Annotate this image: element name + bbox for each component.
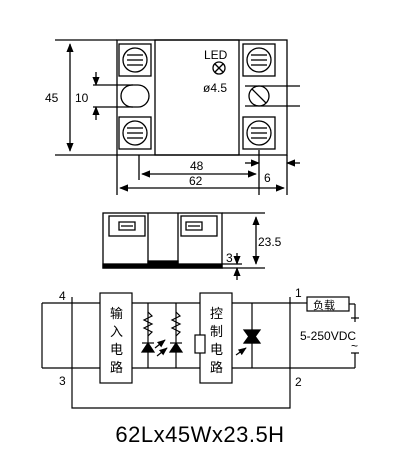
- input-box-char: 路: [110, 360, 123, 375]
- dim-23-5-label: 23.5: [258, 235, 282, 249]
- pin-4-label: 4: [59, 289, 66, 303]
- circuit-diagram: [41, 292, 359, 409]
- mounting-slot-left: [120, 84, 150, 108]
- load-label: 负载: [313, 298, 335, 312]
- dim-62-label: 62: [189, 174, 203, 188]
- control-box-char: 制: [210, 324, 223, 339]
- hole-diameter-label: ø4.5: [203, 81, 227, 95]
- terminal-bottom-right: [242, 116, 276, 150]
- dimensions-title: 62Lx45Wx23.5H: [115, 422, 285, 447]
- outer-enclosure-line: [71, 297, 291, 409]
- input-circuit-box: [99, 292, 133, 384]
- voltage-label: 5-250VDC: [300, 329, 356, 343]
- input-box-char: 入: [110, 324, 123, 339]
- dim-10-label: 10: [75, 91, 89, 105]
- led-label: LED: [204, 48, 228, 62]
- pin-1-label: 1: [295, 286, 302, 300]
- terminal-bottom-left: [118, 116, 152, 150]
- opto-element: [194, 334, 206, 354]
- led-icon: [212, 61, 226, 75]
- top-view-labels: LED ø4.5 45 10 48 62 6: [45, 48, 271, 188]
- terminal-top-right: [242, 43, 276, 77]
- center-panel: [154, 39, 240, 156]
- side-view: [102, 212, 265, 280]
- dim-48-label: 48: [190, 159, 204, 173]
- pin-2-label: 2: [295, 375, 302, 389]
- photo-diode-right: [168, 341, 184, 353]
- pin-3-label: 3: [59, 374, 66, 388]
- ac-symbol: ~: [351, 339, 358, 353]
- side-body-outline: [102, 212, 223, 269]
- input-box-char: 输: [110, 306, 123, 321]
- control-box-char: 电: [210, 342, 223, 357]
- dim-6-label: 6: [264, 171, 271, 185]
- top-view: [55, 39, 300, 195]
- dim-3-label: 3: [226, 251, 233, 265]
- input-box-char: 电: [110, 342, 123, 357]
- led-diode-left: [140, 341, 156, 353]
- terminal-top-left: [118, 43, 152, 77]
- control-box-char: 路: [210, 360, 223, 375]
- circuit-labels: 4 3 1 2 输 入 电 路 控 制 电 路 负载 5-250VDC ~: [59, 286, 358, 389]
- resistor-right: [170, 311, 182, 337]
- dim-45-label: 45: [45, 91, 59, 105]
- resistor-left: [142, 311, 154, 337]
- control-box-char: 控: [210, 306, 223, 321]
